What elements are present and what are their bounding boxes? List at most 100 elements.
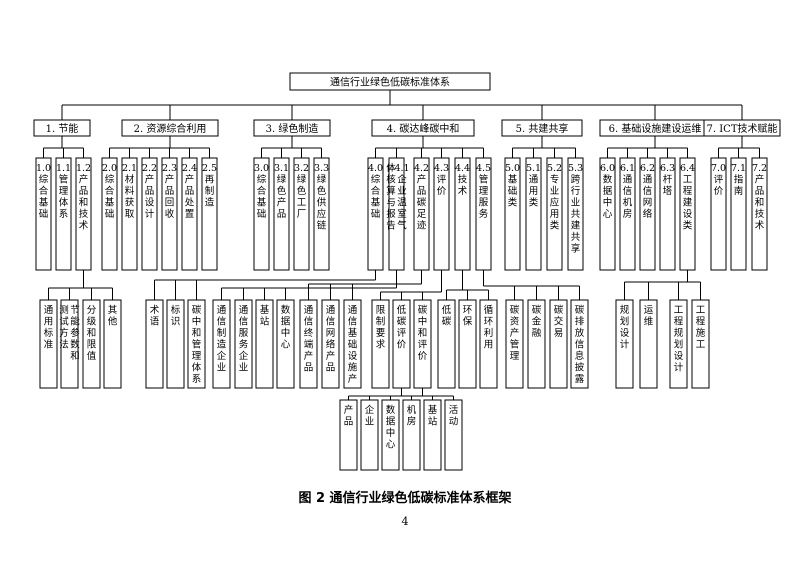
sub-item-box xyxy=(479,299,498,389)
eval-object-box xyxy=(381,399,400,471)
sub-item-box xyxy=(527,299,546,389)
sub-item-box xyxy=(437,299,456,389)
box-label: 基站 xyxy=(428,404,438,428)
box-label: 通信服务企业 xyxy=(239,305,249,374)
box-label: 标识 xyxy=(171,304,181,328)
leaf-box xyxy=(293,157,310,271)
figure-caption: 图 2 通信行业绿色低碳标准体系框架 xyxy=(298,491,512,506)
leaf-box xyxy=(253,157,270,271)
leaf-box xyxy=(710,157,727,271)
box-label: 数据中心 xyxy=(281,304,291,351)
leaf-box xyxy=(141,157,158,271)
box-label: 通信制造企业 xyxy=(217,305,227,374)
sub-item-box xyxy=(276,299,295,389)
leaf-box xyxy=(730,157,747,271)
box-label: 节能参数和测试方法 xyxy=(59,305,80,362)
box-label: 机房 xyxy=(407,404,417,428)
box-label: 通用标准 xyxy=(44,305,54,351)
box-label: 碳资产管理 xyxy=(510,304,520,362)
sub-item-box xyxy=(669,299,688,389)
leaf-box xyxy=(121,157,138,271)
sub-item-box xyxy=(570,299,589,389)
sub-item-box xyxy=(371,299,390,389)
box-label: 通信基础设施产 xyxy=(348,305,358,385)
eval-object-box xyxy=(360,399,379,471)
box-label: 5. 共建共享 xyxy=(516,122,569,135)
leaf-box xyxy=(599,157,616,271)
box-label: 碳交易 xyxy=(554,304,564,339)
leaf-box xyxy=(504,157,521,271)
sub-item-box xyxy=(615,299,634,389)
box-label: 分级和限值 xyxy=(87,305,97,362)
sub-item-box xyxy=(212,299,231,389)
page-number: 4 xyxy=(401,515,409,528)
box-label: 通信网络产品 xyxy=(326,305,336,374)
sub-item-box xyxy=(639,299,658,389)
sub-item-box xyxy=(299,299,318,389)
box-label: 碳排放信息披露 xyxy=(575,304,585,385)
box-label: 环保 xyxy=(463,305,473,328)
eval-object-box xyxy=(402,399,421,471)
box-label: 低碳评价 xyxy=(397,304,407,351)
eval-object-box xyxy=(339,399,358,471)
sub-item-box xyxy=(145,299,164,389)
sub-item-box xyxy=(60,299,79,389)
box-label: 基站 xyxy=(260,304,270,328)
box-label: 运维 xyxy=(644,305,654,328)
box-label: 企业 xyxy=(365,404,375,428)
box-label: 通信行业绿色低碳标准体系 xyxy=(330,76,450,89)
sub-item-box xyxy=(82,299,101,389)
leaf-box xyxy=(35,157,52,271)
eval-object-box xyxy=(444,399,463,471)
sub-item-box xyxy=(343,299,362,389)
box-label: 2. 资源综合利用 xyxy=(134,122,207,135)
sub-item-box xyxy=(39,299,58,389)
sub-item-box xyxy=(166,299,185,389)
sub-item-box xyxy=(103,299,122,389)
box-label: 工程施工 xyxy=(696,305,706,351)
leaf-box xyxy=(659,157,676,271)
sub-item-box xyxy=(505,299,524,389)
box-label: 1. 节能 xyxy=(46,122,79,135)
sub-item-box xyxy=(691,299,710,389)
leaf-box xyxy=(525,157,542,271)
box-label: 低碳 xyxy=(442,304,452,328)
sub-item-box xyxy=(234,299,253,389)
box-label: 6. 基础设施建设运维 xyxy=(609,122,702,135)
leaf-box xyxy=(101,157,118,271)
box-label: 3. 绿色制造 xyxy=(266,122,319,135)
box-label: 活动 xyxy=(449,404,459,428)
eval-object-box xyxy=(423,399,442,471)
leaf-box xyxy=(619,157,636,271)
sub-item-box xyxy=(255,299,274,389)
box-label: 数据中心 xyxy=(386,404,396,451)
leaf-box xyxy=(273,157,290,271)
